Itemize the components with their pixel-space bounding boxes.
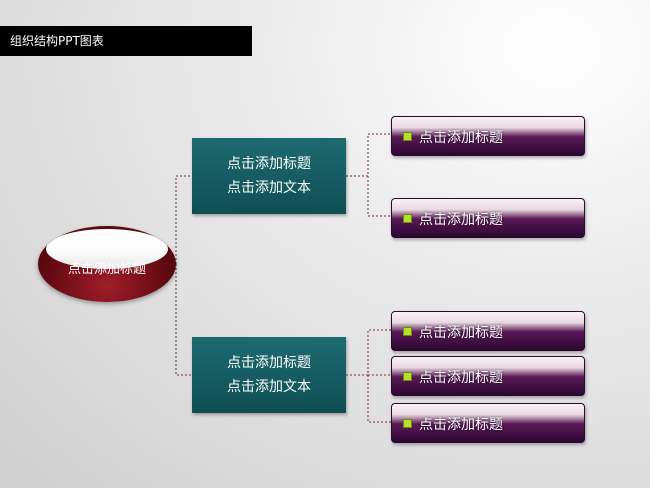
branch-node-1-title: 点击添加标题 bbox=[227, 156, 311, 172]
leaf-node-2-3[interactable]: 点击添加标题 bbox=[391, 403, 585, 443]
leaf-node-label: 点击添加标题 bbox=[419, 130, 503, 146]
leaf-node-label: 点击添加标题 bbox=[419, 417, 503, 433]
leaf-node-label: 点击添加标题 bbox=[419, 370, 503, 386]
slide-title: 组织结构PPT图表 bbox=[10, 34, 104, 48]
leaf-node-label: 点击添加标题 bbox=[419, 212, 503, 228]
square-bullet-icon bbox=[403, 372, 412, 381]
branch-node-2-title: 点击添加标题 bbox=[227, 355, 311, 371]
square-bullet-icon bbox=[403, 132, 412, 141]
slide-title-bar: 组织结构PPT图表 bbox=[0, 26, 252, 56]
leaf-node-1-1[interactable]: 点击添加标题 bbox=[391, 116, 585, 156]
leaf-node-1-2[interactable]: 点击添加标题 bbox=[391, 198, 585, 238]
square-bullet-icon bbox=[403, 327, 412, 336]
branch-node-1-text: 点击添加文本 bbox=[227, 180, 311, 196]
connector-root bbox=[175, 175, 192, 376]
connector-branch-1 bbox=[346, 133, 391, 217]
branch-node-2-text: 点击添加文本 bbox=[227, 379, 311, 395]
square-bullet-icon bbox=[403, 214, 412, 223]
square-bullet-icon bbox=[403, 419, 412, 428]
root-node-label: 点击添加标题 bbox=[67, 262, 146, 277]
connector-branch-2 bbox=[346, 329, 391, 423]
leaf-node-2-1[interactable]: 点击添加标题 bbox=[391, 311, 585, 351]
branch-node-2[interactable]: 点击添加标题 点击添加文本 bbox=[192, 337, 346, 413]
root-node-gloss bbox=[46, 229, 168, 269]
branch-node-1[interactable]: 点击添加标题 点击添加文本 bbox=[192, 138, 346, 214]
leaf-node-label: 点击添加标题 bbox=[419, 325, 503, 341]
leaf-node-2-2[interactable]: 点击添加标题 bbox=[391, 356, 585, 396]
root-node[interactable]: 点击添加标题 bbox=[38, 226, 176, 302]
